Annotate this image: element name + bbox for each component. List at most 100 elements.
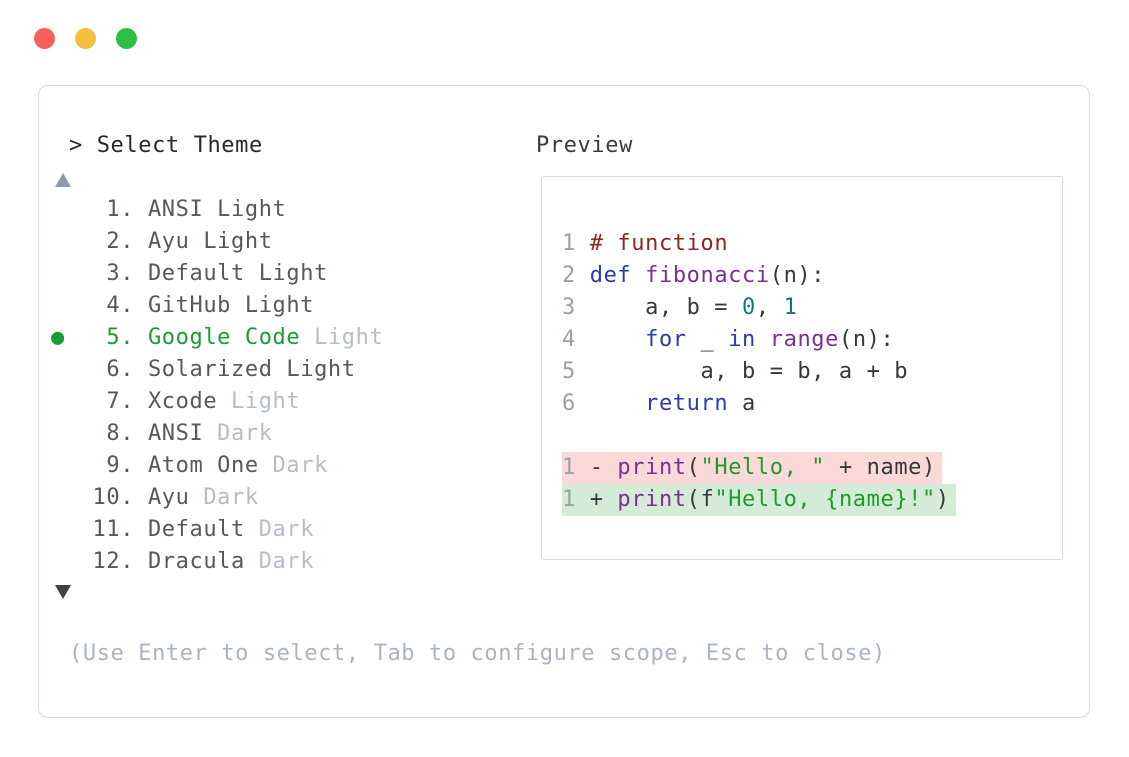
- theme-list-item[interactable]: 12. Dracula Dark: [51, 546, 383, 578]
- code-line: 1 # function: [562, 228, 1062, 260]
- traffic-light-close[interactable]: [34, 28, 55, 49]
- selected-marker: [51, 357, 65, 382]
- traffic-light-minimize[interactable]: [75, 28, 96, 49]
- selected-marker: [51, 389, 65, 414]
- code-token: [576, 263, 590, 288]
- code-line: [562, 420, 1062, 452]
- code-token: [576, 231, 590, 256]
- code-token: 1: [783, 295, 798, 320]
- diff-line: 1 - print("Hello, " + name): [562, 452, 1062, 484]
- theme-list-item[interactable]: 4. GitHub Light: [51, 290, 383, 322]
- theme-variant: Dark: [217, 421, 273, 446]
- selected-marker: [51, 293, 65, 318]
- code-token: "Hello, ": [700, 455, 826, 480]
- code-token: (f: [686, 487, 715, 512]
- code-token: range: [769, 327, 839, 352]
- selected-marker: [51, 485, 65, 510]
- theme-name: GitHub Light: [147, 293, 315, 318]
- selected-marker: [51, 517, 65, 542]
- scroll-down-icon[interactable]: [55, 585, 71, 599]
- code-token: 0: [742, 295, 756, 320]
- code-token: + name): [825, 455, 936, 480]
- theme-variant: Light: [231, 389, 301, 414]
- command-prompt[interactable]: > Select Theme: [69, 133, 263, 158]
- line-number: 3: [562, 295, 576, 320]
- item-number: 2.: [64, 229, 148, 254]
- code-token: -: [575, 455, 618, 480]
- preview-title: Preview: [536, 133, 633, 158]
- theme-list-item[interactable]: 7. Xcode Light: [51, 386, 383, 418]
- selected-marker: [51, 197, 65, 222]
- diff-deletion: 1 - print("Hello, " + name): [562, 452, 942, 484]
- item-number: 4.: [64, 293, 148, 318]
- theme-variant: Light: [314, 325, 384, 350]
- line-number: 1: [562, 231, 576, 256]
- code-token: in: [728, 327, 756, 352]
- code-token: +: [575, 487, 618, 512]
- line-number: 6: [562, 391, 576, 416]
- theme-list: 1. ANSI Light 2. Ayu Light 3. Default Li…: [51, 194, 383, 578]
- line-number: 2: [562, 263, 576, 288]
- item-number: 6.: [64, 357, 148, 382]
- item-number: 8.: [64, 421, 148, 446]
- theme-list-item[interactable]: 8. ANSI Dark: [51, 418, 383, 450]
- line-number: 4: [562, 327, 576, 352]
- scroll-up-icon[interactable]: [55, 173, 71, 187]
- code-token: def: [589, 263, 632, 288]
- theme-variant: Dark: [258, 549, 315, 574]
- code-token: ): [935, 487, 950, 512]
- selected-marker: [51, 421, 65, 446]
- code-token: print: [617, 455, 687, 480]
- theme-list-item[interactable]: 11. Default Dark: [51, 514, 383, 546]
- code-line: 6 return a: [562, 388, 1062, 420]
- selected-marker: [51, 229, 65, 254]
- theme-list-item[interactable]: 2. Ayu Light: [51, 226, 383, 258]
- theme-list-item[interactable]: 6. Solarized Light: [51, 354, 383, 386]
- item-number: 12.: [64, 549, 148, 574]
- item-number: 1.: [64, 197, 148, 222]
- line-number: 1: [562, 455, 576, 480]
- code-token: [756, 327, 770, 352]
- theme-name: Default Light: [147, 261, 328, 286]
- selected-marker: [51, 549, 65, 574]
- theme-list-item[interactable]: 3. Default Light: [51, 258, 383, 290]
- theme-picker-window: > Select Theme 1. ANSI Light 2. Ayu Ligh…: [38, 85, 1090, 718]
- code-token: "Hello, {name}!": [714, 487, 936, 512]
- theme-list-item[interactable]: 9. Atom One Dark: [51, 450, 383, 482]
- theme-list-item[interactable]: ● 5. Google Code Light: [51, 322, 383, 354]
- line-number: 5: [562, 359, 576, 384]
- theme-name: Default: [147, 517, 259, 542]
- code-token: _: [686, 327, 729, 352]
- theme-list-item[interactable]: 1. ANSI Light: [51, 194, 383, 226]
- code-token: a, b = b, a + b: [575, 359, 909, 384]
- item-number: 9.: [64, 453, 148, 478]
- theme-name: Ayu: [147, 485, 204, 510]
- selected-marker: [51, 453, 65, 478]
- theme-list-item[interactable]: 10. Ayu Dark: [51, 482, 383, 514]
- code-line: 4 for _ in range(n):: [562, 324, 1062, 356]
- theme-name: Solarized Light: [147, 357, 356, 382]
- item-number: 5.: [64, 325, 148, 350]
- code-token: # function: [589, 231, 729, 256]
- code-token: ,: [755, 295, 784, 320]
- traffic-light-zoom[interactable]: [116, 28, 137, 49]
- theme-name: Atom One: [147, 453, 273, 478]
- help-text: (Use Enter to select, Tab to configure s…: [69, 641, 886, 666]
- code-token: return: [645, 391, 729, 416]
- code-token: a: [728, 391, 756, 416]
- code-token: (: [686, 455, 701, 480]
- theme-name: Xcode: [147, 389, 232, 414]
- item-number: 11.: [64, 517, 148, 542]
- diff-addition: 1 + print(f"Hello, {name}!"): [562, 484, 956, 516]
- selected-marker: [51, 261, 65, 286]
- line-number: 1: [562, 487, 576, 512]
- theme-name: Ayu Light: [147, 229, 273, 254]
- theme-variant: Dark: [258, 517, 315, 542]
- theme-name: Google Code: [147, 325, 315, 350]
- code-token: [631, 263, 645, 288]
- code-token: [576, 391, 645, 416]
- diff-line: 1 + print(f"Hello, {name}!"): [562, 484, 1062, 516]
- item-number: 7.: [64, 389, 148, 414]
